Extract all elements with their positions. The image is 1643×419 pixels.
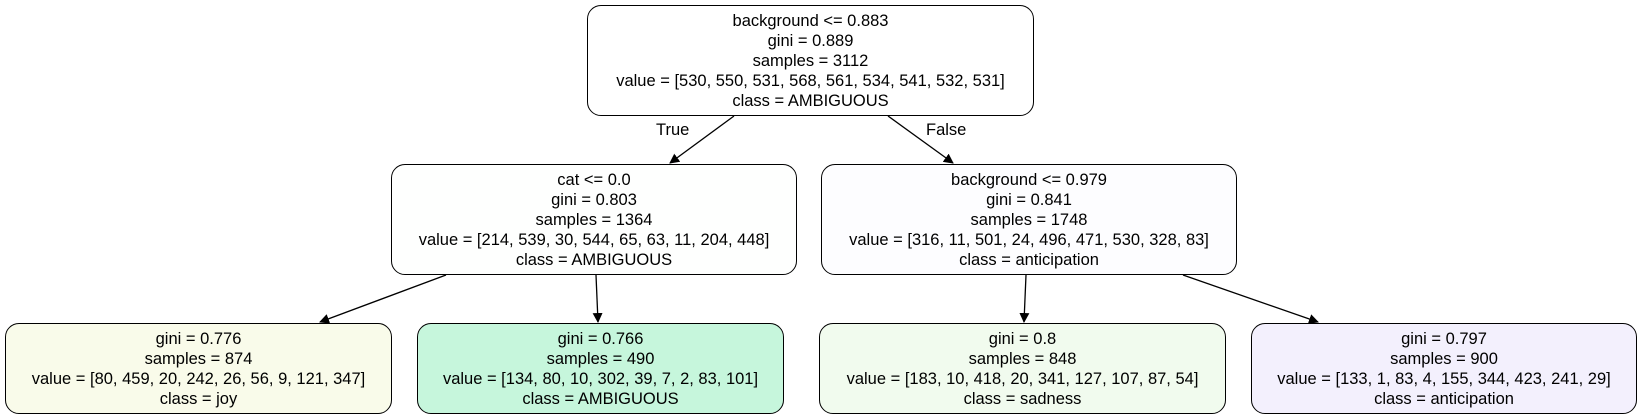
edge-left-leaf2 (592, 274, 603, 323)
node-samples: samples = 1748 (970, 210, 1088, 229)
node-split-condition: background <= 0.979 (951, 170, 1107, 189)
node-samples: samples = 900 (1390, 349, 1498, 368)
edge-label-false: False (926, 121, 967, 139)
edge-left-leaf1 (319, 274, 447, 324)
node-gini: gini = 0.889 (767, 31, 854, 50)
node-samples: samples = 1364 (535, 210, 653, 229)
node-samples: samples = 3112 (752, 51, 869, 70)
tree-node-right: background <= 0.979 gini = 0.841 samples… (821, 164, 1237, 275)
tree-node-root: background <= 0.883 gini = 0.889 samples… (587, 5, 1034, 116)
node-class: class = AMBIGUOUS (522, 389, 679, 408)
node-class: class = sadness (963, 389, 1082, 408)
node-class: class = joy (159, 389, 238, 408)
node-value: value = [134, 80, 10, 302, 39, 7, 2, 83,… (442, 369, 759, 388)
node-value: value = [214, 539, 30, 544, 65, 63, 11, … (418, 230, 770, 249)
tree-node-left: cat <= 0.0 gini = 0.803 samples = 1364 v… (391, 164, 797, 275)
node-gini: gini = 0.803 (551, 190, 637, 209)
node-class: class = AMBIGUOUS (732, 91, 889, 110)
node-split-condition: cat <= 0.0 (557, 170, 631, 189)
node-samples: samples = 490 (546, 349, 655, 368)
node-value: value = [316, 11, 501, 24, 496, 471, 530… (849, 230, 1209, 249)
node-class: class = anticipation (1374, 389, 1514, 408)
node-value: value = [183, 10, 418, 20, 341, 127, 107… (846, 369, 1199, 388)
tree-leaf-sadness: gini = 0.8 samples = 848 value = [183, 1… (819, 323, 1226, 414)
node-gini: gini = 0.766 (557, 329, 644, 348)
node-samples: samples = 874 (144, 349, 253, 368)
node-gini: gini = 0.8 (988, 329, 1057, 348)
node-split-condition: background <= 0.883 (732, 11, 889, 30)
edge-right-leaf3 (1019, 274, 1030, 323)
edge-right-leaf4 (1182, 274, 1319, 324)
edge-root-left (669, 115, 735, 164)
tree-leaf-ambiguous: gini = 0.766 samples = 490 value = [134,… (417, 323, 784, 414)
node-value: value = [80, 459, 20, 242, 26, 56, 9, 12… (31, 369, 366, 388)
edge-label-true: True (656, 121, 690, 139)
node-gini: gini = 0.797 (1401, 329, 1487, 348)
node-gini: gini = 0.776 (155, 329, 242, 348)
node-value: value = [530, 550, 531, 568, 561, 534, 5… (616, 71, 1005, 90)
node-samples: samples = 848 (968, 349, 1077, 368)
edge-root-right (887, 115, 954, 164)
node-class: class = AMBIGUOUS (515, 250, 673, 269)
node-gini: gini = 0.841 (986, 190, 1072, 209)
tree-leaf-joy: gini = 0.776 samples = 874 value = [80, … (5, 323, 392, 414)
tree-leaf-anticipation: gini = 0.797 samples = 900 value = [133,… (1251, 323, 1637, 414)
node-class: class = anticipation (959, 250, 1099, 269)
node-value: value = [133, 1, 83, 4, 155, 344, 423, 2… (1277, 369, 1611, 388)
